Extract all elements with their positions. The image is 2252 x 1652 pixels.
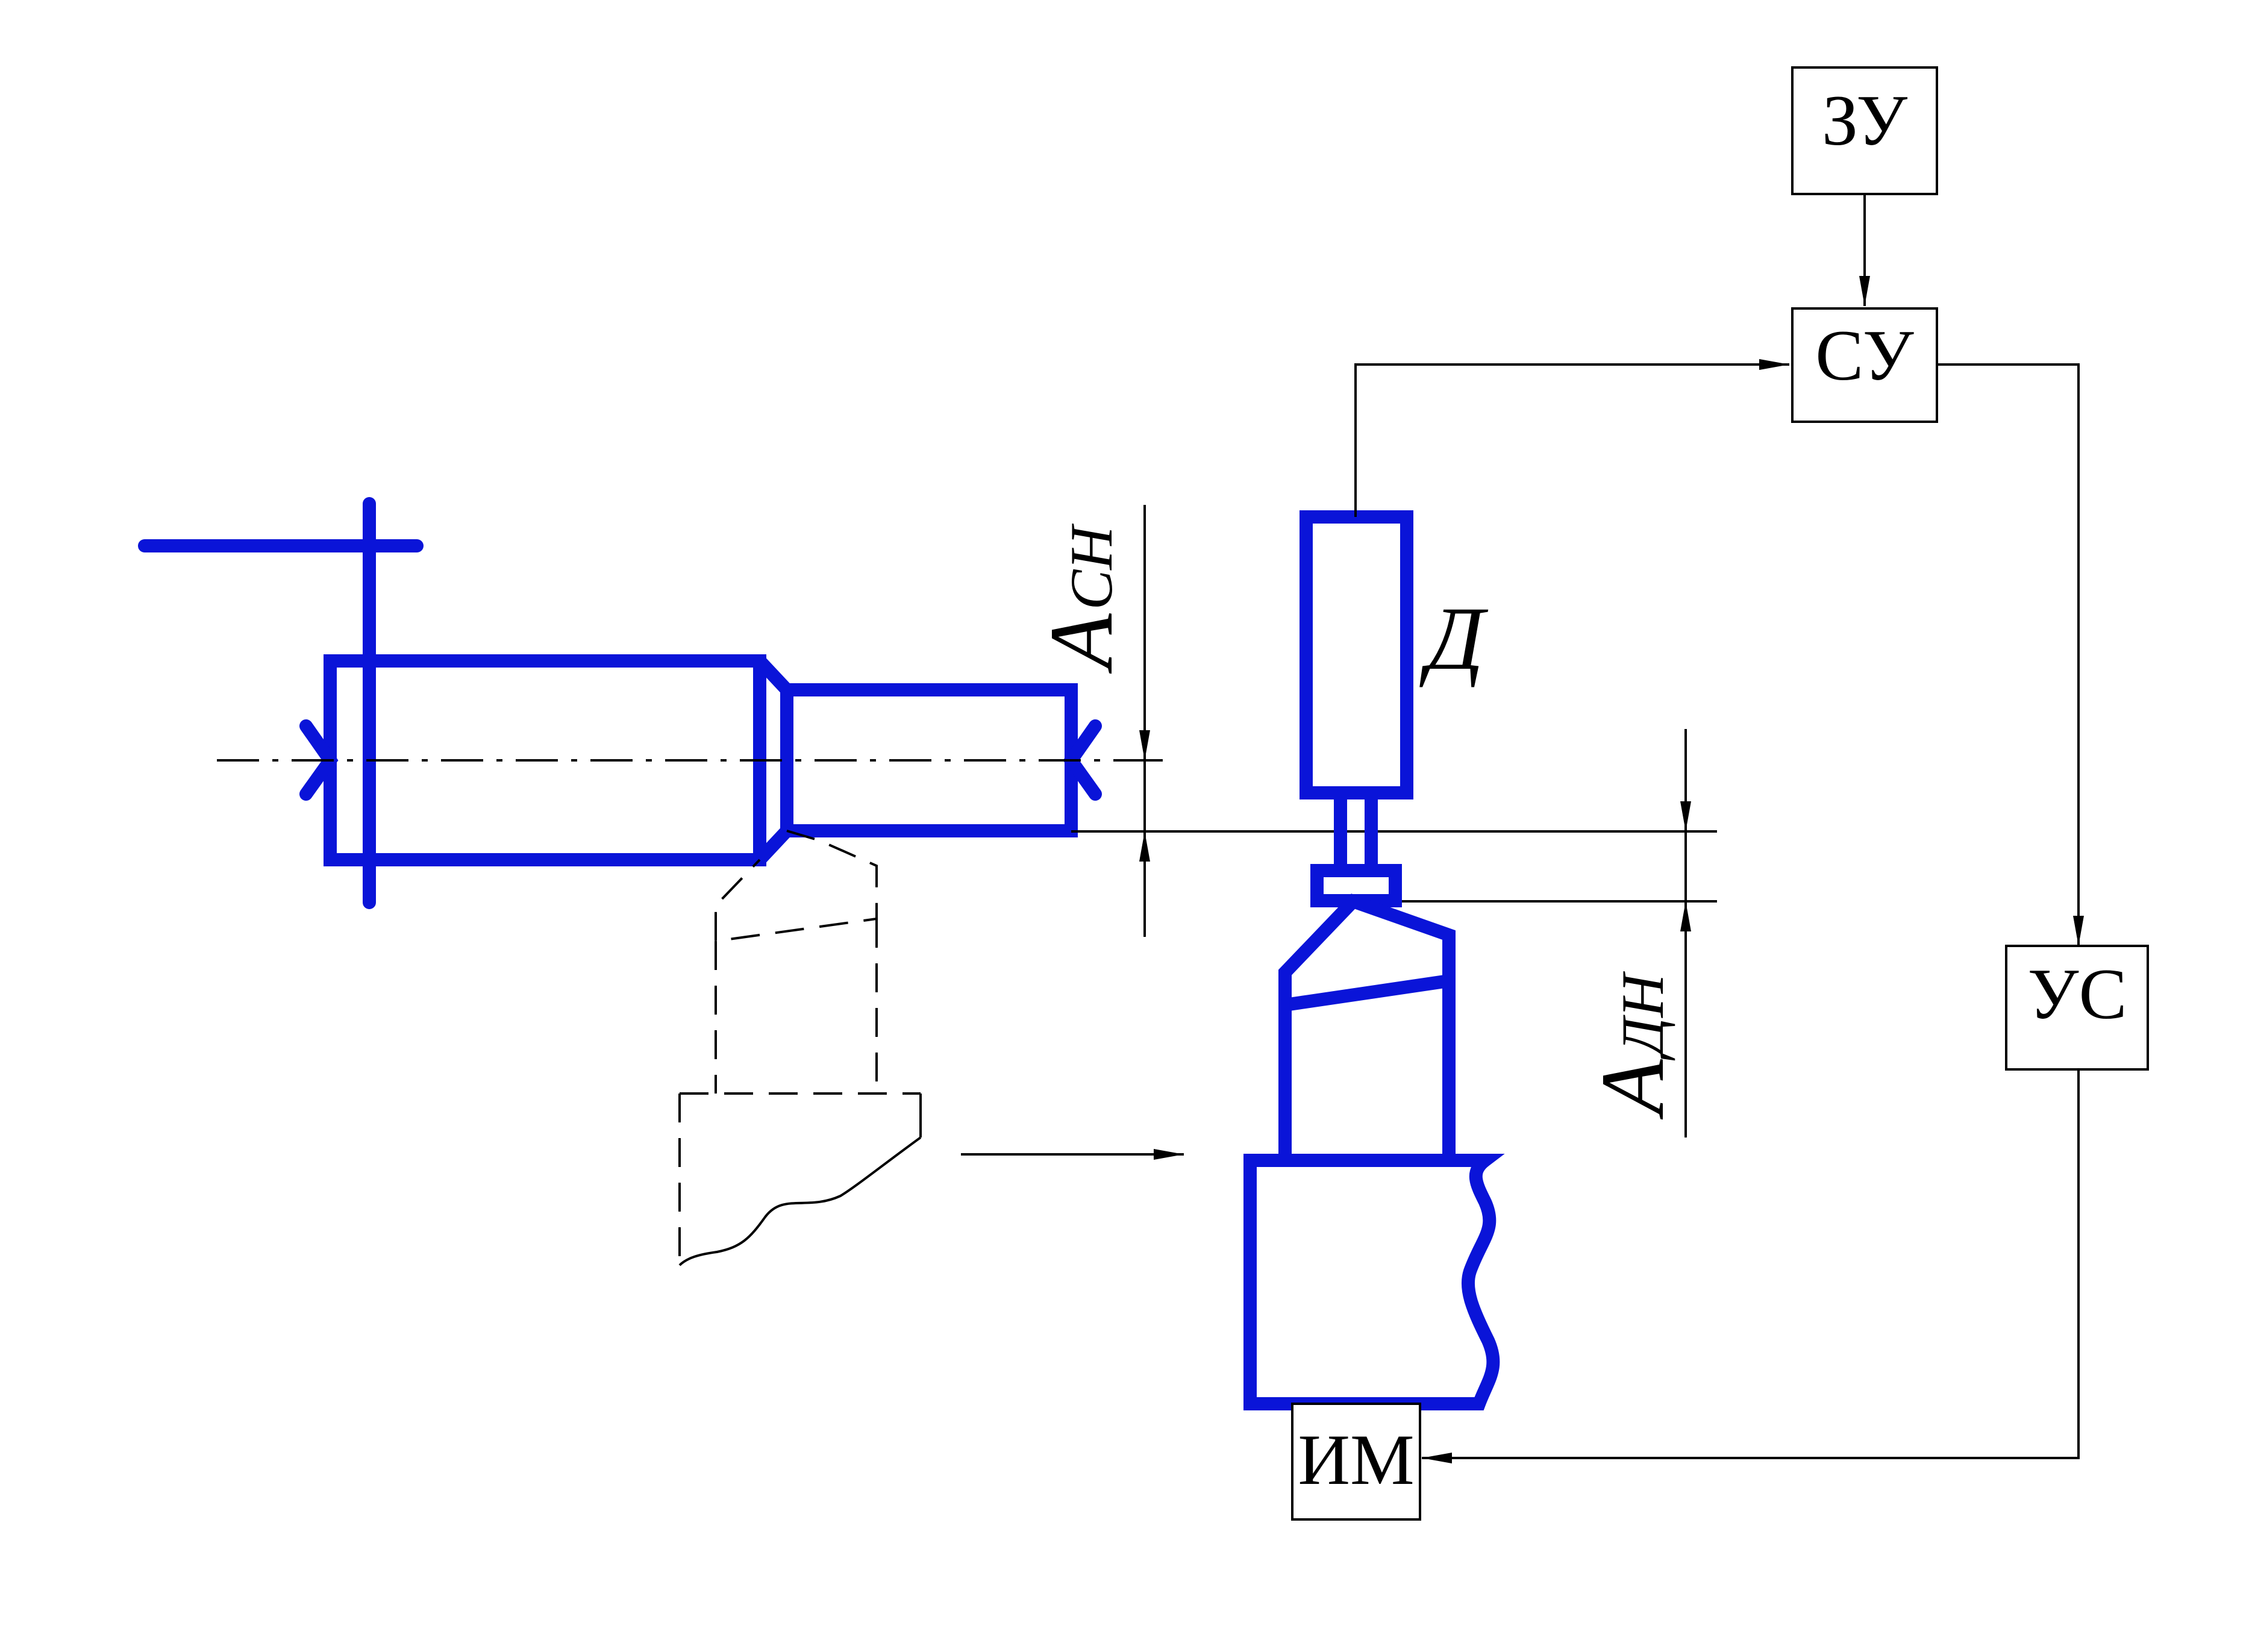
block-im-label: ИМ <box>1298 1419 1414 1500</box>
workpiece-shaft <box>138 497 1102 909</box>
block-su: СУ <box>1791 307 1938 423</box>
block-zu: ЗУ <box>1791 66 1938 195</box>
dimension-a-cn <box>1121 505 1163 937</box>
feedback-connections <box>1354 194 2084 1463</box>
sensor <box>1300 510 1413 907</box>
sensor-label: Д <box>1419 589 1489 689</box>
block-us: УС <box>2005 945 2149 1071</box>
dimension-a-dn-label: AДН <box>1583 971 1683 1120</box>
block-zu-label: ЗУ <box>1822 80 1907 160</box>
cutting-tool <box>1243 893 1505 1410</box>
dimension-a-cn-label: AСН <box>1031 524 1131 674</box>
block-us-label: УС <box>2028 954 2127 1034</box>
tool-initial-position-dashed <box>678 830 922 1266</box>
block-su-label: СУ <box>1815 315 1913 395</box>
block-im: ИМ <box>1291 1403 1421 1521</box>
